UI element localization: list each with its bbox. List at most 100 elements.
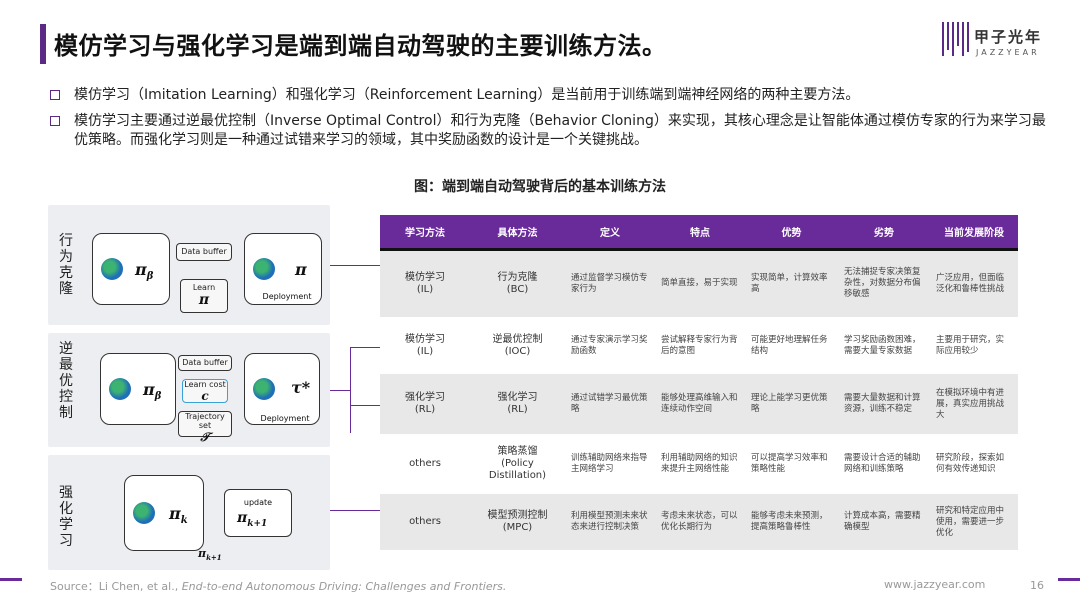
expert-box: πβ (92, 233, 170, 305)
logo-bars-icon (942, 22, 969, 56)
updated-policy-symbol: πk+1 (237, 510, 268, 529)
table-cell: 研究阶段，探索如何有效传递知识 (936, 453, 1005, 474)
policy-symbol: π (295, 260, 307, 279)
panel-label: 逆最优控制 (59, 341, 73, 421)
bullet-1: 模仿学习（Imitation Learning）和强化学习（Reinforcem… (50, 86, 1050, 105)
trajectory-symbol: τ* (291, 378, 311, 397)
table-cell: 实现简单，计算效率高 (745, 249, 838, 317)
policy-symbol: πβ (135, 260, 154, 283)
globe-icon (109, 378, 131, 400)
panel-label: 强化学习 (59, 485, 73, 549)
connector-arrow (330, 390, 350, 391)
deployment-label: Deployment (262, 292, 312, 301)
table-cell: 模仿学习 (IL) (405, 333, 445, 357)
diagram-panel-rl: 强化学习 πk update πk+1 πk+1 (48, 455, 330, 570)
page-number: 16 (1030, 579, 1044, 592)
deployment-box: π Deployment (244, 233, 322, 305)
agent-box: πk (124, 475, 204, 551)
page-title: 模仿学习与强化学习是端到端自动驾驶的主要训练方法。 (54, 32, 667, 60)
footer-accent-left (0, 578, 22, 581)
table-cell: 能够处理高维输入和连续动作空间 (655, 374, 745, 434)
table-cell: 训练辅助网络来指导主网络学习 (571, 453, 648, 474)
table-cell: 利用辅助网络的知识来提升主网络性能 (661, 453, 738, 474)
table-cell: 在模拟环境中有进展，真实应用挑战大 (930, 374, 1018, 434)
table-cell: 逆最优控制 (IOC) (492, 333, 543, 357)
source-citation: Source：Li Chen, et al., End-to-end Auton… (50, 580, 507, 593)
table-cell: 强化学习 (RL) (380, 374, 470, 434)
globe-icon (101, 258, 123, 280)
table-cell: 通过监督学习模仿专家行为 (565, 249, 655, 317)
logo-text-cn: 甲子光年 (974, 28, 1043, 46)
column-header: 优势 (745, 215, 838, 251)
connector-line (350, 347, 351, 433)
table-row: others 策略蒸馏 (Policy Distillation) 训练辅助网络来指… (380, 434, 1018, 494)
table-cell: 模仿学习 (IL) (380, 249, 470, 317)
table-cell: 可能更好地理解任务结构 (751, 334, 828, 356)
table-cell: 考虑未来状态，可以优化长期行为 (655, 494, 745, 550)
footer-accent-right (1058, 578, 1080, 581)
panel-label: 行为克隆 (59, 233, 73, 297)
table-cell: 能够考虑未来预测，提高策略鲁棒性 (745, 494, 838, 550)
data-buffer: Data buffer (178, 355, 232, 371)
globe-icon (253, 258, 275, 280)
column-header: 具体方法 (470, 215, 565, 251)
policy-symbol: πβ (143, 380, 162, 403)
connector-arrow (330, 510, 380, 511)
training-methods-table: 学习方法具体方法定义特点优势劣势当前发展阶段 模仿学习 (IL)行为克隆 (BC… (380, 215, 1018, 550)
table-cell: 通过试错学习最优策略 (565, 374, 655, 434)
policy-symbol: πk (169, 504, 188, 527)
table-cell: 策略蒸馏 (Policy Distillation) (488, 446, 547, 481)
table-cell: 模型预测控制 (MPC) (470, 494, 565, 550)
table-cell: 简单直接，易于实现 (655, 249, 745, 317)
table-cell: 研究和特定应用中使用，需要进一步优化 (930, 494, 1018, 550)
table-cell: 理论上能学习更优策略 (745, 374, 838, 434)
table-cell: 计算成本高，需要精确模型 (838, 494, 930, 550)
table-cell: 通过专家演示学习奖励函数 (571, 334, 648, 356)
globe-icon (253, 378, 275, 400)
table-header-row: 学习方法具体方法定义特点优势劣势当前发展阶段 (380, 215, 1018, 251)
column-header: 当前发展阶段 (930, 215, 1018, 251)
table-cell: 无法捕捉专家决策复杂性，对数据分布偏移敏感 (838, 249, 930, 317)
website-link[interactable]: www.jazzyear.com (884, 578, 986, 591)
deployment-box: τ* Deployment (244, 353, 320, 425)
table-cell: 学习奖励函数困难，需要大量专家数据 (844, 334, 921, 356)
table-cell: 行为克隆 (BC) (470, 249, 565, 317)
table-cell: 需要设计合适的辅助网络和训练策略 (844, 453, 921, 474)
column-header: 特点 (655, 215, 745, 251)
bullet-square-icon (50, 116, 60, 126)
bullet-square-icon (50, 90, 60, 100)
table-cell: 强化学习 (RL) (470, 374, 565, 434)
logo-text-en: JAZZYEAR (976, 48, 1040, 57)
table-cell: 尝试解释专家行为背后的意图 (661, 334, 738, 356)
expert-box: πβ (100, 353, 176, 425)
connector-arrow (330, 265, 380, 266)
globe-icon (133, 502, 155, 524)
connector-arrow (350, 405, 380, 406)
jazzyear-logo: 甲子光年 JAZZYEAR (942, 20, 1062, 70)
connector-arrow (350, 347, 380, 348)
column-header: 劣势 (838, 215, 930, 251)
bullet-2: 模仿学习主要通过逆最优控制（Inverse Optimal Control）和行… (50, 112, 1050, 150)
table-row: 模仿学习 (IL) 逆最优控制 (IOC) 通过专家演示学习奖励函数尝试解释专家行为… (380, 317, 1018, 374)
bullet-text: 模仿学习主要通过逆最优控制（Inverse Optimal Control）和行… (74, 113, 1046, 148)
column-header: 学习方法 (380, 215, 470, 251)
table-cell: 利用模型预测未来状态来进行控制决策 (565, 494, 655, 550)
table-cell: 需要大量数据和计算资源，训练不稳定 (838, 374, 930, 434)
update-label: update (243, 498, 273, 507)
figure-caption: 图：端到端自动驾驶背后的基本训练方法 (414, 179, 666, 195)
table-row: 模仿学习 (IL)行为克隆 (BC)通过监督学习模仿专家行为简单直接，易于实现实… (380, 249, 1018, 317)
title-accent-bar (40, 24, 46, 64)
table-cell: others (380, 494, 470, 550)
table-cell: 主要用于研究，实际应用较少 (936, 334, 1005, 356)
table-row: 强化学习 (RL)强化学习 (RL)通过试错学习最优策略能够处理高维输入和连续动… (380, 374, 1018, 434)
table-cell: 可以提高学习效率和策略性能 (751, 453, 828, 474)
table-cell: 广泛应用，但面临泛化和鲁棒性挑战 (930, 249, 1018, 317)
bullet-text: 模仿学习（Imitation Learning）和强化学习（Reinforcem… (74, 87, 860, 103)
table-cell: others (409, 458, 441, 469)
deployment-label: Deployment (260, 414, 310, 423)
